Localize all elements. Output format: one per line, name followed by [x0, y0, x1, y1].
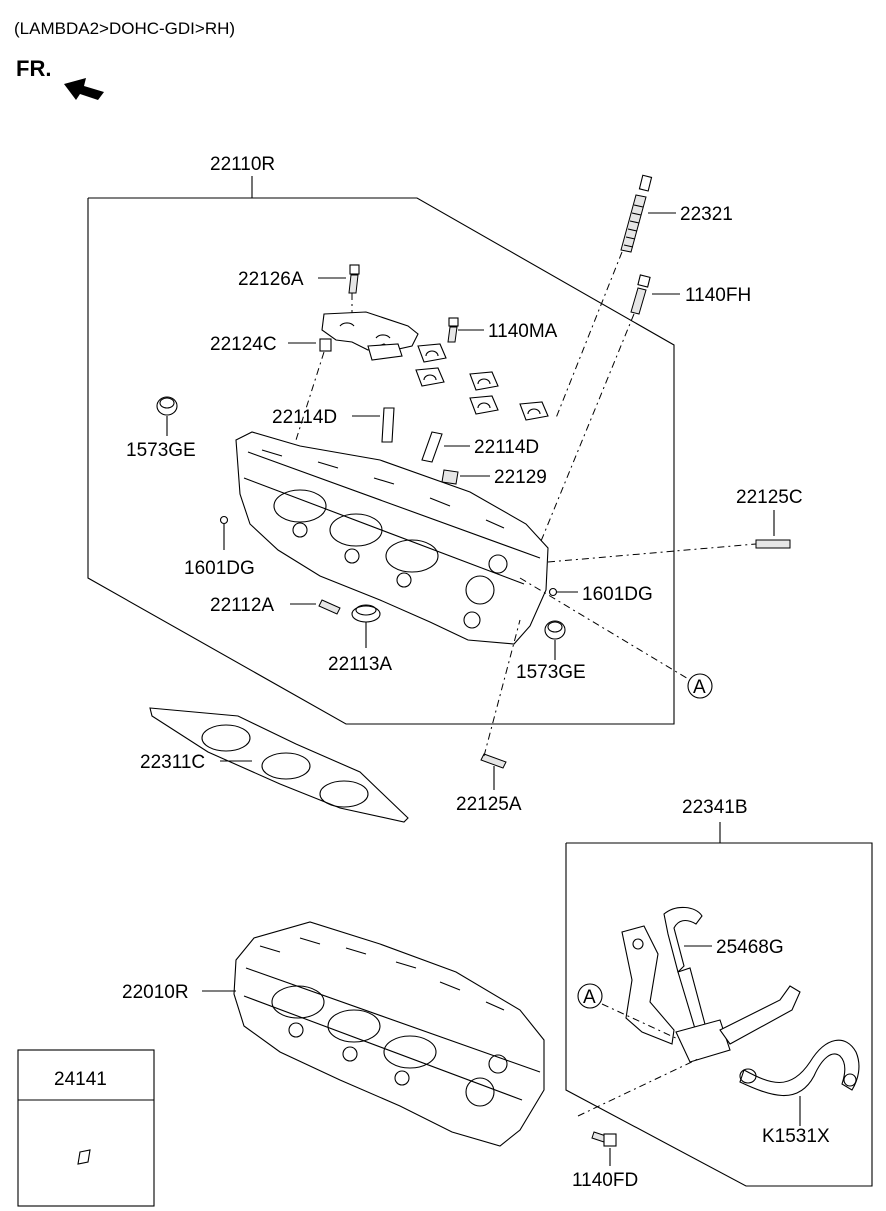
box-24141: 24141 [17, 1049, 155, 1207]
seal-22113A [351, 604, 381, 623]
part-22112A [318, 599, 341, 615]
label-22114D-left: 22114D [272, 407, 337, 428]
front-arrow-icon [64, 78, 104, 100]
label-1140FD: 1140FD [572, 1170, 638, 1191]
stud-22125A [480, 753, 507, 769]
variant-title: (LAMBDA2>DOHC-GDI>RH) [14, 19, 235, 38]
bolt-1140FD [591, 1131, 617, 1147]
label-22341B: 22341B [682, 797, 748, 818]
plug-1573GE-right [544, 620, 566, 640]
label-1140FH: 1140FH [685, 285, 751, 306]
label-22126A: 22126A [238, 269, 304, 290]
label-22112A: 22112A [210, 595, 274, 616]
bolt-22126A [348, 264, 360, 294]
label-1601DG-right: 1601DG [582, 584, 653, 605]
gasket-22311C [149, 707, 409, 823]
cylinder-head-lower [233, 921, 545, 1147]
ref-circle-a-lower [577, 983, 603, 1009]
stud-22125C [755, 539, 791, 549]
label-1573GE-left: 1573GE [126, 440, 196, 461]
label-22113A: 22113A [328, 654, 392, 675]
label-1573GE-right: 1573GE [516, 662, 586, 683]
label-22321: 22321 [680, 204, 733, 225]
part-22129 [441, 469, 459, 485]
dowel-22124C [319, 338, 332, 352]
label-K1531X: K1531X [762, 1126, 830, 1147]
label-22125A: 22125A [456, 794, 522, 815]
bolt-1140MA [447, 317, 459, 343]
label-1140MA: 1140MA [488, 321, 558, 342]
assembly-outline-22341B [565, 842, 873, 1187]
label-22010R: 22010R [122, 982, 189, 1003]
label-22125C: 22125C [736, 487, 803, 508]
label-1601DG-left: 1601DG [184, 558, 255, 579]
assembly-outline-22110R [87, 197, 675, 725]
pin-1601DG-left [219, 515, 229, 525]
cylinder-head-upper [235, 431, 549, 645]
label-22311C: 22311C [140, 752, 205, 773]
front-label: FR. [16, 56, 51, 81]
bearing-cap-front [321, 311, 419, 361]
plug-24141 [77, 1149, 91, 1165]
ref-a-lower: A [583, 987, 596, 1008]
bolt-22321 [620, 174, 653, 253]
label-22124C: 22124C [210, 334, 277, 355]
bearing-caps-small [415, 343, 549, 421]
label-25468G: 25468G [716, 937, 784, 958]
pin-22114D-left [381, 407, 395, 443]
pin-22114D-right [421, 431, 443, 463]
label-22129: 22129 [494, 467, 547, 488]
ref-circle-a-upper [687, 673, 713, 699]
label-22110R: 22110R [210, 154, 275, 175]
label-24141: 24141 [54, 1069, 107, 1090]
pin-1601DG-right [548, 587, 558, 597]
label-22114D-right: 22114D [474, 437, 539, 458]
bolt-1140FH [630, 274, 651, 315]
bracket-hose-assembly [621, 906, 860, 1097]
ref-a-upper: A [693, 677, 706, 698]
plug-1573GE-left [156, 396, 178, 416]
